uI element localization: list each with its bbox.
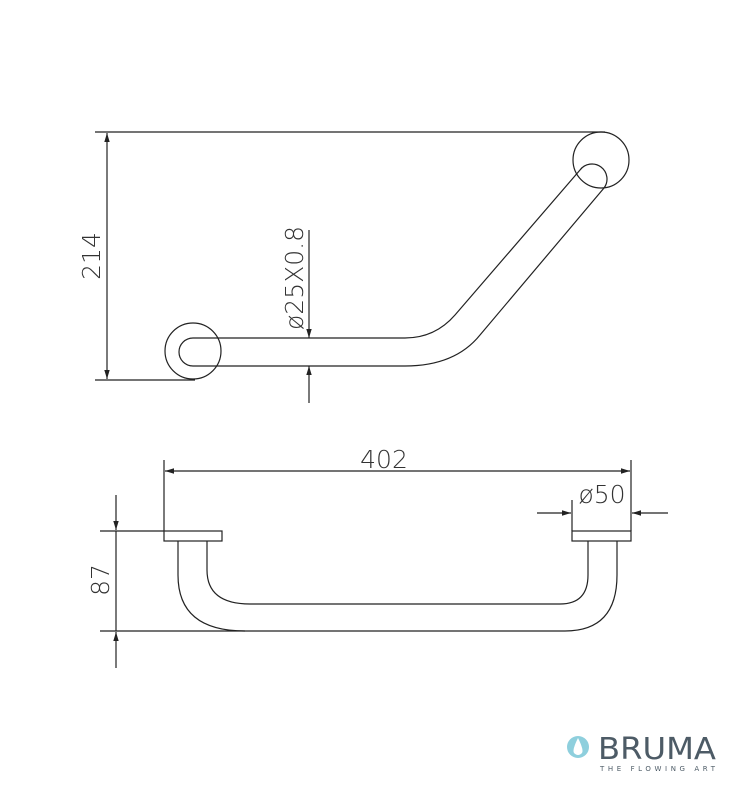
grab-bar-tube xyxy=(178,163,608,367)
logo-tagline: THE FLOWING ART xyxy=(599,765,716,773)
right-rosette xyxy=(572,131,630,189)
height-label: 214 xyxy=(77,232,106,280)
tube-spec-label: ø25X0.8 xyxy=(280,226,309,330)
depth-label: 87 xyxy=(86,564,115,596)
logo-brand: BRUMA xyxy=(598,732,717,767)
tube-inner-edge xyxy=(206,541,589,605)
tube-outer-edge xyxy=(177,541,618,632)
front-view: 402 ø50 87 xyxy=(86,445,668,668)
top-view: 214 ø25X0.8 xyxy=(77,131,630,403)
right-rosette-side xyxy=(571,530,632,542)
bruma-logo: BRUMA THE FLOWING ART xyxy=(567,732,717,773)
drop-icon-inner xyxy=(573,738,583,755)
left-rosette-side xyxy=(163,530,223,542)
left-rosette xyxy=(164,322,222,380)
rosette-diameter-label: ø50 xyxy=(578,480,625,509)
length-label: 402 xyxy=(360,445,408,474)
